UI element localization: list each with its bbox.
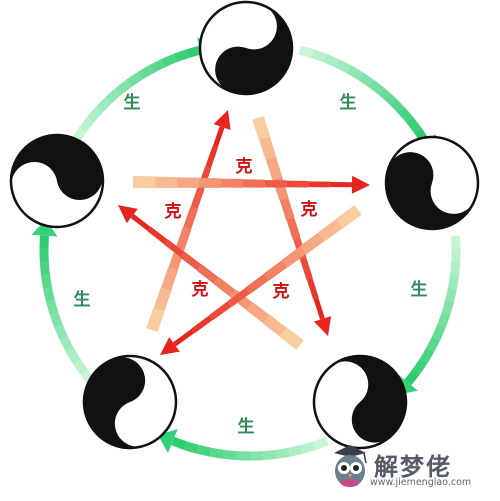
ke-arrow-right-to-bottom-left	[160, 205, 362, 355]
yin-yang-icon	[9, 133, 105, 229]
ke-label: 克	[236, 156, 253, 177]
watermark-title: 解梦佬	[374, 453, 452, 481]
sheng-label: 生	[340, 92, 357, 113]
ke-label: 克	[301, 199, 318, 220]
ke-label: 克	[165, 201, 182, 222]
ke-arrow-top-to-bottom-right	[252, 116, 332, 336]
sheng-arrow-left-to-top	[71, 37, 216, 144]
sheng-label: 生	[238, 416, 255, 437]
ke-arrow-bottom-right-to-left	[118, 205, 304, 350]
sheng-label: 生	[74, 289, 91, 310]
sheng-arrow-top-to-right	[298, 45, 436, 155]
yin-yang-icon	[198, 0, 294, 96]
yin-yang-icon	[82, 354, 178, 450]
owl-mascot-icon	[334, 445, 367, 487]
ke-label: 克	[192, 279, 209, 300]
element-nodes	[9, 0, 480, 450]
overcoming-cycle	[118, 110, 370, 355]
sheng-arrow-bottom-left-to-left	[31, 219, 96, 386]
watermark-url: www.jiemenglao.com	[370, 477, 472, 488]
sheng-label: 生	[124, 92, 141, 113]
ke-arrow-left-to-right	[132, 175, 370, 194]
sheng-arrow-bottom-right-to-bottom-left	[157, 428, 329, 461]
sheng-arrow-right-to-bottom-right	[397, 235, 461, 395]
sheng-label: 生	[411, 279, 428, 300]
edge-labels: 生生生生生克克克克克	[74, 92, 428, 437]
yin-yang-icon	[384, 135, 480, 231]
yin-yang-icon	[312, 354, 408, 450]
ke-label: 克	[273, 281, 290, 302]
site-watermark: 解梦佬 www.jiemenglao.com	[322, 439, 492, 497]
